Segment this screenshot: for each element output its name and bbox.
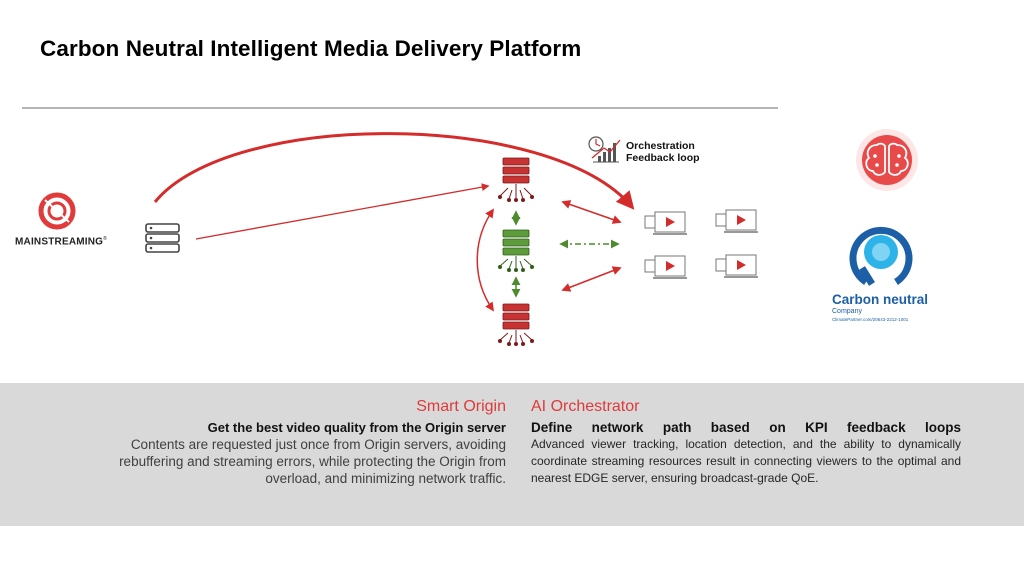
origin-to-viewers-arc [153,132,635,210]
carbon-neutral-logo [849,226,913,286]
origin-server-icon [145,223,180,253]
orchestration-label: Orchestration Feedback loop [626,140,700,164]
feedback-chart-icon [588,136,621,163]
smart-origin-section: Smart Origin Get the best video quality … [70,397,506,487]
carbon-neutral-subtitle: Company [832,308,862,315]
carbon-neutral-reference: ClimatePartner.com/20643-2212-1001 [832,317,909,322]
ai-orchestrator-heading: Define network path based on KPI feedbac… [531,420,961,435]
logo-registered-mark: ® [103,236,108,242]
mainstreaming-logo-icon [38,192,76,230]
viewer-screens-icon [644,209,758,279]
top-edge-viewers-link [561,200,622,224]
title-divider [22,107,778,109]
orchestration-label-line2: Feedback loop [626,152,700,164]
features-band [0,383,1024,526]
ai-orchestrator-title: AI Orchestrator [531,398,640,415]
bottom-edge-viewers-link [561,266,622,292]
mainstreaming-logo-text: MAINSTREAMING® [15,236,107,247]
orchestrator-server-icon [498,229,534,272]
ai-orchestrator-body: Advanced viewer tracking, location detec… [531,437,961,485]
smart-origin-body: Contents are requested just once from Or… [119,437,506,486]
origin-to-edge-link [195,183,490,240]
logo-wordmark: MAINSTREAMING [15,236,104,248]
ai-orchestrator-section: AI Orchestrator Define network path base… [531,397,961,487]
carbon-neutral-title: Carbon neutral [832,292,929,307]
edge-server-icon [498,303,534,346]
page-title: Carbon Neutral Intelligent Media Deliver… [40,36,582,61]
smart-origin-heading: Get the best video quality from the Orig… [207,420,506,435]
orchestration-label-line1: Orchestration [626,140,695,152]
ai-brain-icon [856,129,918,191]
edge-server-icon [498,157,534,202]
smart-origin-title: Smart Origin [416,398,506,415]
edge-to-edge-link [476,208,495,312]
